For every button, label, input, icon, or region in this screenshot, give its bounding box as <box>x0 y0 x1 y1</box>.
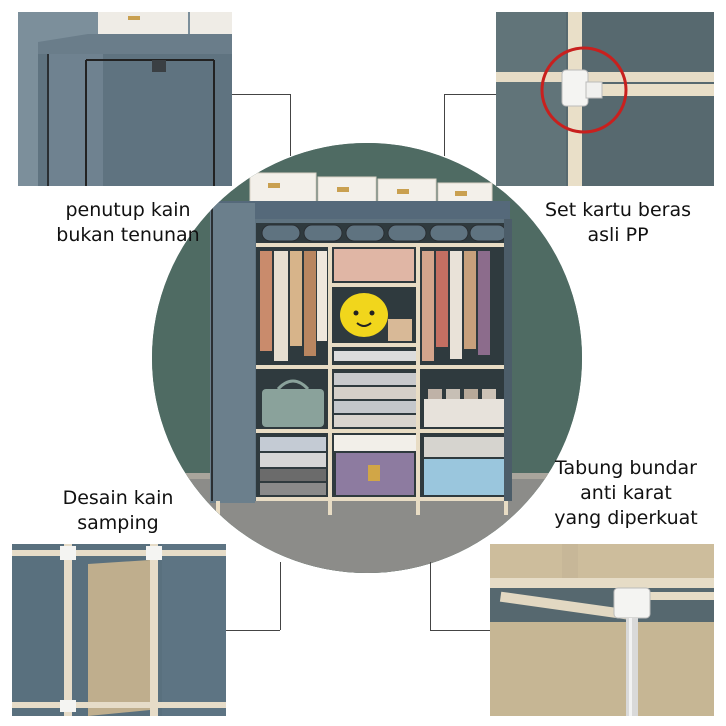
label-side-fabric: Desain kain samping <box>20 486 216 536</box>
connector-line-bottom-left-rise <box>280 562 281 630</box>
connector-line-top-left-drop <box>290 94 291 156</box>
label-side-fabric-line2: samping <box>77 512 159 534</box>
connector-line-top-right-drop <box>444 94 445 156</box>
center-product-circle <box>152 143 582 573</box>
label-pp-connector-line1: Set kartu beras <box>545 199 691 221</box>
label-side-fabric-line1: Desain kain <box>62 487 174 509</box>
fabric-cover-closeup-image <box>18 12 232 186</box>
detail-panel-pp-connector <box>496 12 714 186</box>
reinforced-tube-closeup-image <box>490 544 714 716</box>
label-reinforced-tube-line1: Tabung bundar <box>554 457 697 479</box>
label-pp-connector-line2: asli PP <box>587 224 649 246</box>
connector-line-top-right <box>444 94 496 95</box>
label-reinforced-tube: Tabung bundar anti karat yang diperkuat <box>526 456 726 531</box>
connector-line-bottom-left <box>226 630 280 631</box>
detail-panel-reinforced-tube <box>490 544 714 716</box>
label-nonwoven-cover: penutup kain bukan tenunan <box>28 198 228 248</box>
wardrobe-scene-image <box>152 143 582 573</box>
connector-line-top-left <box>232 94 290 95</box>
pp-connector-closeup-image <box>496 12 714 186</box>
label-reinforced-tube-line2: anti karat <box>580 482 672 504</box>
label-pp-connector: Set kartu beras asli PP <box>520 198 716 248</box>
side-fabric-closeup-image <box>12 544 226 716</box>
detail-panel-fabric-cover <box>18 12 232 186</box>
detail-panel-side-fabric <box>12 544 226 716</box>
connector-line-bottom-right <box>430 630 490 631</box>
label-reinforced-tube-line3: yang diperkuat <box>554 507 698 529</box>
label-nonwoven-cover-line2: bukan tenunan <box>56 224 200 246</box>
label-nonwoven-cover-line1: penutup kain <box>65 199 191 221</box>
connector-line-bottom-right-rise <box>430 562 431 630</box>
